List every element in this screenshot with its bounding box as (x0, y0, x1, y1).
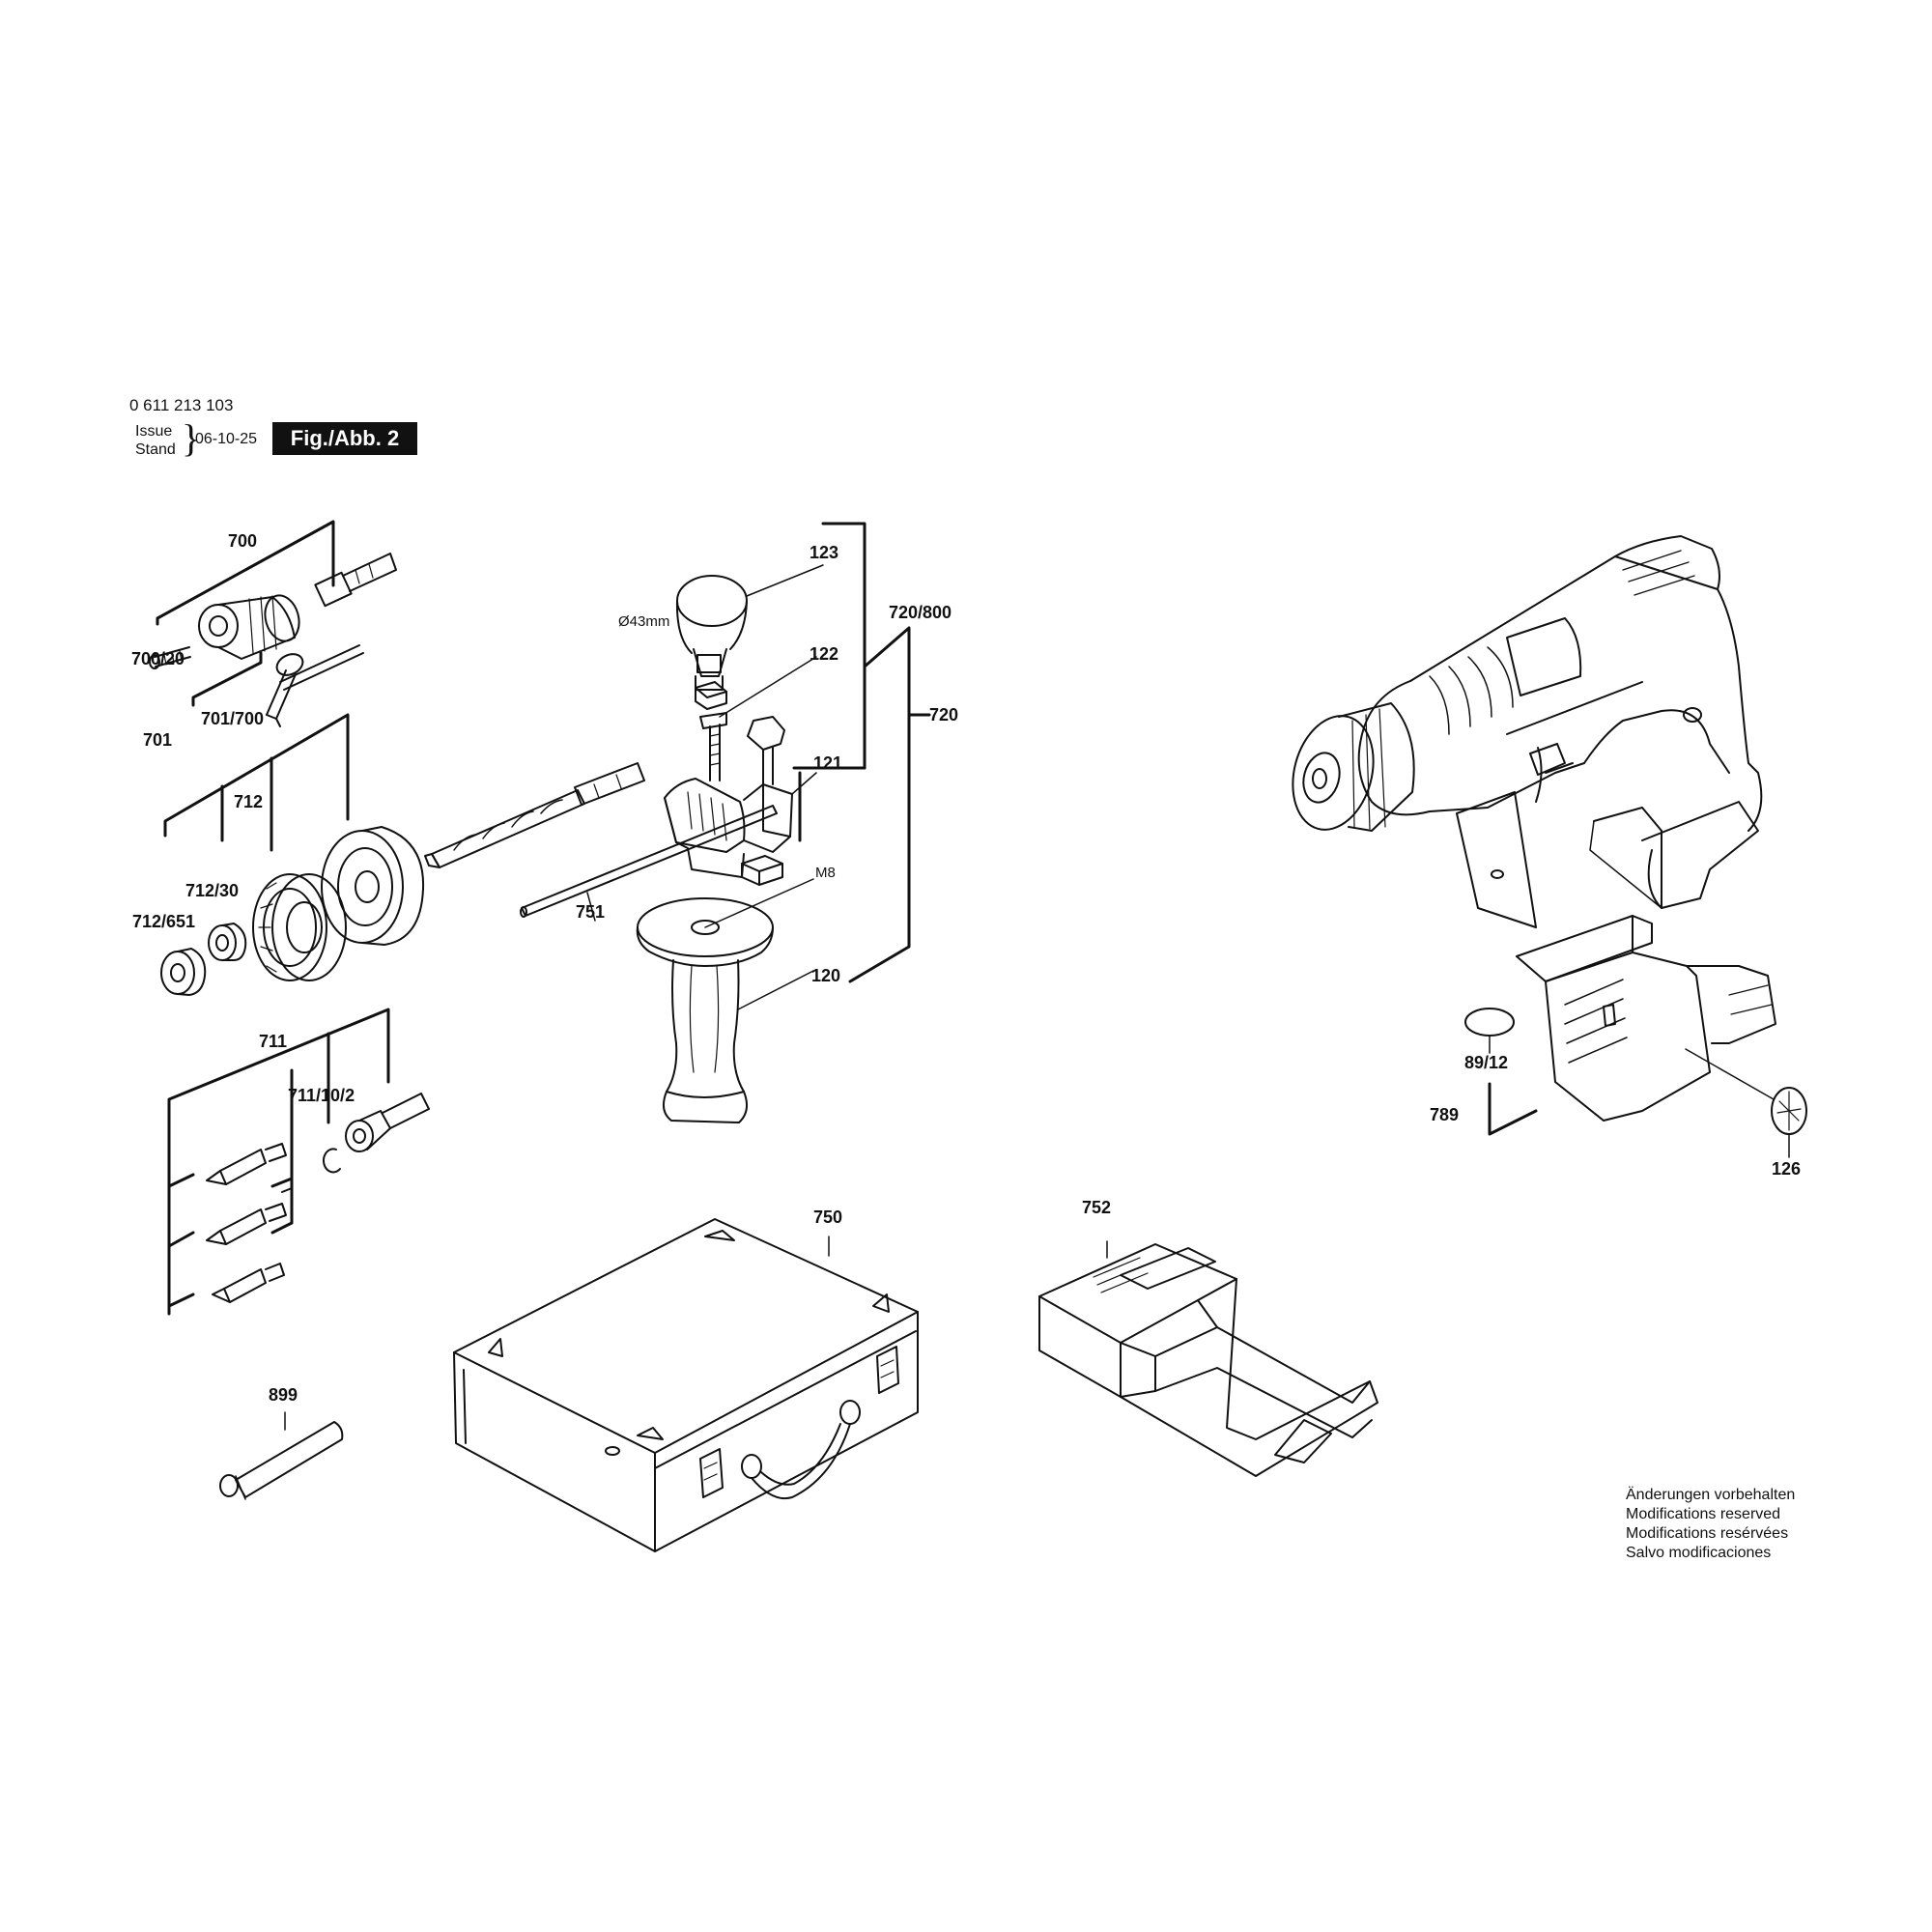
label-712-30: 712/30 (185, 881, 239, 900)
label-126: 126 (1772, 1159, 1801, 1179)
label-120: 120 (811, 966, 840, 985)
nut-block-icon (741, 855, 783, 886)
label-750: 750 (813, 1208, 842, 1227)
label-701-700: 701/700 (201, 709, 264, 728)
clamp-band-icon (675, 575, 748, 691)
label-751: 751 (576, 902, 605, 922)
label-899: 899 (269, 1385, 298, 1405)
issue-stand-label: Issue Stand (135, 422, 176, 459)
grease-tube-icon (219, 1411, 344, 1500)
slotted-bit-icon (212, 1263, 285, 1303)
chuck-group-700 (149, 520, 397, 727)
label-789: 789 (1430, 1105, 1459, 1124)
depth-gauge-rod-icon (520, 805, 778, 918)
label-disc-icon (1464, 1008, 1515, 1037)
label-121: 121 (813, 753, 842, 773)
issue-date: 06-10-25 (195, 431, 258, 447)
notice-line-fr: Modifications resérvées (1626, 1525, 1789, 1542)
chuck-key-icon (191, 644, 364, 727)
label-122: 122 (810, 644, 838, 664)
part-number: 0 611 213 103 (129, 396, 234, 414)
label-700: 700 (228, 531, 257, 551)
modifications-notice: Änderungen vorbehalten Modifications res… (1626, 1486, 1795, 1563)
battery-pack-icon (1464, 915, 1807, 1158)
notice-line-de: Änderungen vorbehalten (1626, 1487, 1796, 1503)
label-701: 701 (143, 730, 172, 750)
label-700-20: 700/20 (131, 649, 185, 668)
side-handle-icon (636, 897, 774, 1123)
notice-line-es: Salvo modificaciones (1626, 1545, 1772, 1561)
bit-holder-icon (345, 1093, 430, 1152)
handle-body-icon (664, 778, 793, 878)
issue-label: Issue (135, 423, 173, 440)
clamp-nut-icon (695, 681, 727, 710)
label-712: 712 (234, 792, 263, 811)
figure-badge: Fig./Abb. 2 (272, 422, 417, 455)
group-711 (167, 1008, 430, 1316)
knurled-ring-icon (252, 873, 347, 981)
carrying-case-icon (453, 1218, 919, 1552)
wing-bolt-icon (747, 716, 785, 785)
notice-line-en: Modifications reserved (1626, 1506, 1781, 1522)
collar-icon (321, 826, 425, 946)
brace-icon: } (182, 416, 201, 460)
sds-adapter-icon (314, 553, 397, 608)
label-711: 711 (259, 1032, 287, 1051)
label-711-10-2: 711/10/2 (288, 1086, 355, 1105)
screwdriver-bit-icon (206, 1203, 287, 1245)
drill-bit-icon (424, 762, 645, 868)
bolt-icon (699, 712, 727, 781)
label-m8: M8 (815, 865, 836, 881)
side-handle-group (520, 522, 931, 1123)
stand-label: Stand (135, 441, 176, 458)
screw-icon (149, 646, 191, 669)
adapter-nut-icon (160, 948, 207, 996)
group-712 (160, 713, 425, 996)
rotary-hammer-icon (1292, 535, 1763, 928)
drill-chuck-icon (198, 594, 300, 660)
diameter-label: Ø43mm (618, 613, 669, 630)
retaining-ring-icon (322, 1148, 341, 1174)
label-720-800: 720/800 (889, 603, 952, 622)
label-89-12: 89/12 (1464, 1053, 1508, 1072)
leader-lines (586, 564, 824, 1010)
charger-icon (1038, 1240, 1378, 1477)
adapter-ring-icon (208, 923, 247, 961)
label-752: 752 (1082, 1198, 1111, 1217)
label-712-651: 712/651 (132, 912, 195, 931)
seal-icon (1771, 1087, 1807, 1135)
screwdriver-bit-icon (206, 1143, 287, 1185)
label-123: 123 (810, 543, 838, 562)
label-720: 720 (929, 705, 958, 724)
